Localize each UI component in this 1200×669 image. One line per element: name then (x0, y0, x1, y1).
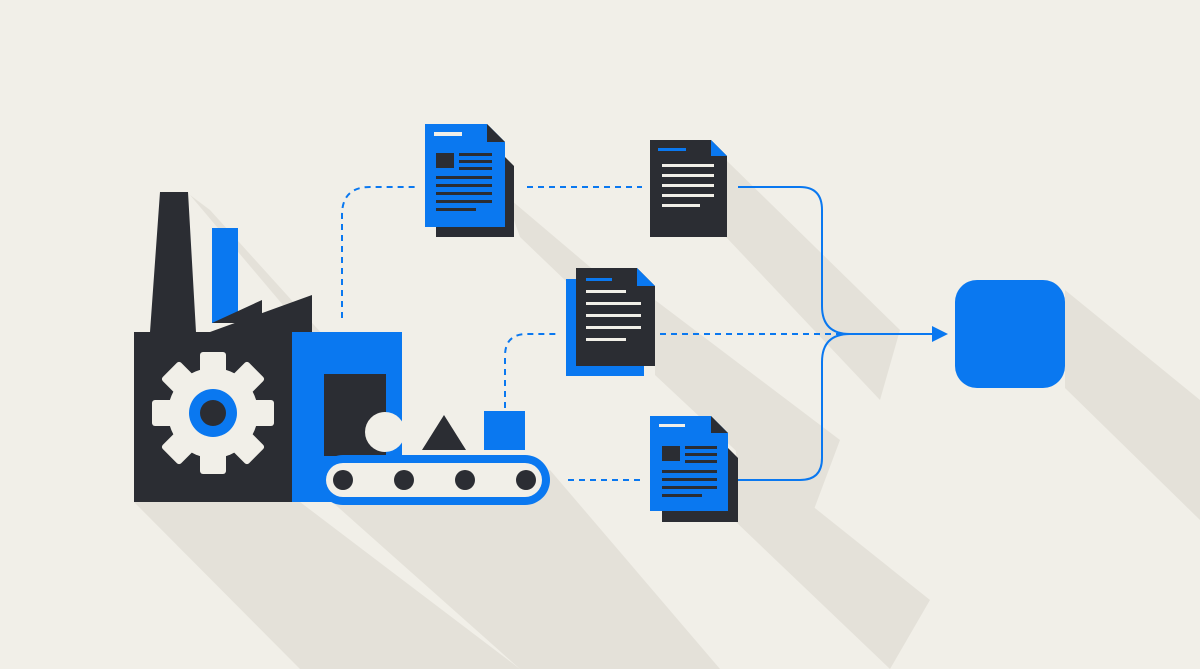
document-icon (566, 268, 655, 376)
connector-doc-bottom-to-destination (738, 333, 851, 481)
circle-product-icon (365, 412, 405, 452)
destination-node (955, 280, 1065, 388)
triangle-product-icon (422, 415, 466, 450)
factory-icon (134, 192, 402, 502)
document-icon (425, 124, 514, 237)
gear-icon (152, 352, 274, 474)
square-product-icon (484, 411, 525, 450)
factory-roof-step (212, 300, 262, 323)
connectors (341, 186, 935, 481)
conveyor-belt-icon (318, 411, 550, 505)
connector-conveyor-to-doc-middle (504, 333, 560, 408)
factory-chimney-blue (212, 228, 238, 323)
arrowhead-icon (932, 326, 948, 342)
connector-factory-to-doc-top-left (341, 186, 418, 318)
document-icon (650, 140, 727, 237)
connector-doc-top-right-to-destination (738, 186, 851, 335)
document-icon (650, 416, 738, 522)
